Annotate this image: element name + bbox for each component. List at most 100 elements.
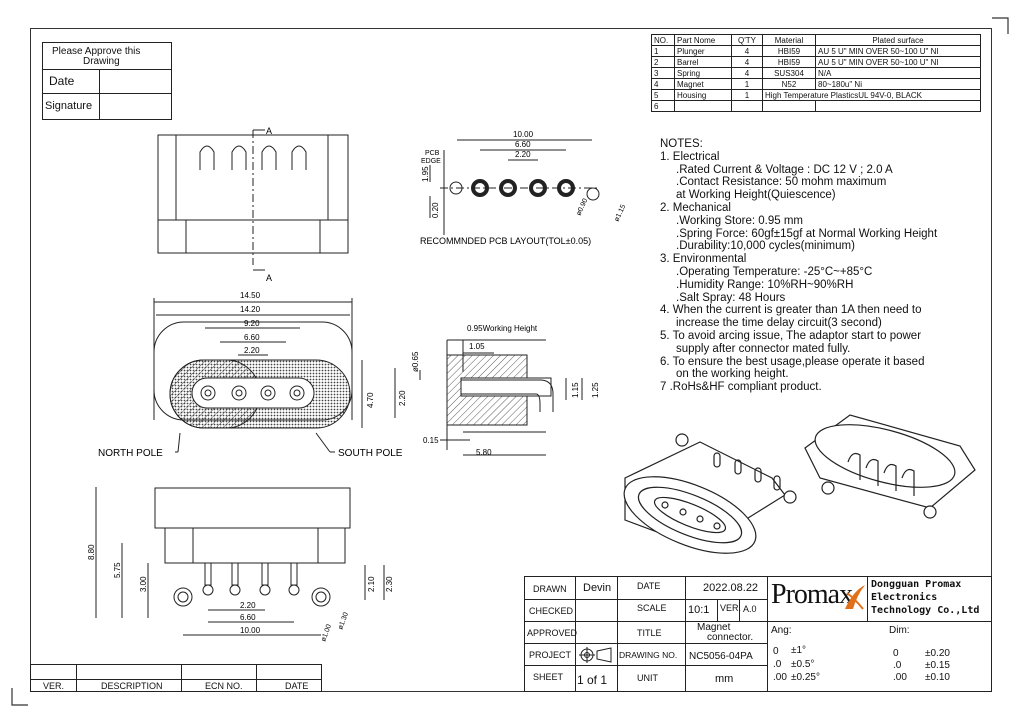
note-line: 7 .RoHs&HF compliant product. — [660, 381, 822, 394]
dim-4-70: 4.70 — [366, 392, 375, 408]
dim-2-20c: 2.20 — [398, 390, 407, 406]
table-row: 3 Spring 4 SUS304 N/A — [651, 67, 981, 79]
side-view — [95, 487, 385, 636]
dim-1-25: 1.25 — [591, 382, 600, 398]
company-name-3: Technology Co.,Ltd — [871, 605, 980, 616]
note-line: 6. To ensure the best usage,please opera… — [660, 355, 925, 368]
dim-2-10: 2.10 — [367, 576, 376, 592]
table-row: 6 — [651, 100, 981, 112]
dim-14-50: 14.50 — [240, 291, 261, 300]
note-line: .Operating Temperature: -25°C~+85°C — [676, 265, 873, 278]
ang-row-2-key: .00 — [773, 672, 787, 683]
ang-row-1-key: .0 — [773, 659, 782, 670]
dim-row-2-val: ±0.10 — [925, 672, 950, 683]
note-line: 3. Environmental — [660, 253, 747, 266]
company-name-1: Dongguan Promax — [871, 579, 962, 590]
date-value: 2022.08.22 — [703, 582, 759, 594]
title-block: DRAWN Devin DATE 2022.08.22 CHECKED SCAL… — [524, 576, 992, 692]
note-line: .Rated Current & Voltage : DC 12 V ; 2.0… — [676, 163, 893, 176]
date-label: DATE — [637, 581, 661, 591]
north-pole-label: NORTH POLE — [98, 448, 163, 459]
drawn-value: Devin — [583, 582, 612, 594]
title-value-2: connector. — [707, 632, 754, 643]
ang-row-1-val: ±0.5° — [791, 659, 815, 670]
dim-row-0-key: 0 — [893, 648, 899, 659]
sheet-value: 1 of 1 — [577, 673, 608, 687]
ang-row-2-val: ±0.25° — [791, 672, 820, 683]
approval-date-label: Date — [49, 74, 75, 88]
note-line: 4. When the current is greater than 1A t… — [660, 304, 922, 317]
note-line: supply after connector mated fully. — [676, 342, 851, 355]
note-line: on the working height. — [676, 368, 789, 381]
dim-row-2-key: .00 — [893, 672, 907, 683]
ver-value: A.0 — [743, 604, 757, 614]
dim-row-1-val: ±0.15 — [925, 660, 950, 671]
title-label: TITLE — [637, 628, 662, 638]
ang-row-0-key: 0 — [773, 646, 779, 657]
rev-ecn-label: ECN NO. — [205, 681, 243, 691]
note-line: increase the time delay circuit(3 second… — [676, 317, 882, 330]
front-view — [157, 129, 349, 271]
drawn-label: DRAWN — [533, 584, 567, 594]
face-view — [153, 298, 396, 453]
company-name-2: Electronics — [871, 592, 938, 603]
dim-2-20b: 2.20 — [244, 346, 260, 355]
dim-1-95: 1.95 — [421, 166, 430, 182]
dim-row-1-key: .0 — [893, 660, 902, 671]
ver-label: VER. — [720, 603, 742, 613]
dim-label: Dim: — [889, 625, 910, 636]
approval-line1: Please Approve this — [52, 46, 141, 57]
drawing-no-label: DRAWING NO. — [619, 650, 678, 660]
dim-10-00: 10.00 — [513, 130, 534, 139]
note-line: .Spring Force: 60gf±15gf at Normal Worki… — [676, 227, 938, 240]
table-row: 5 Housing 1 High Temperature PlasticsUL … — [651, 89, 981, 101]
dim-phi-0-90: ø0.90 — [575, 198, 589, 217]
note-line: .Humidity Range: 10%RH~90%RH — [676, 278, 854, 291]
dim-1-05: 1.05 — [469, 342, 485, 351]
dim-6-60b: 6.60 — [244, 333, 260, 342]
parts-table: NO. Part Nome Q'TY Material Plated surfa… — [651, 34, 981, 112]
dim-phi-0-65: ø0.65 — [411, 351, 420, 372]
dim-5-75: 5.75 — [113, 562, 122, 578]
note-line: .Durability:10,000 cycles(minimum) — [676, 240, 855, 253]
ang-row-0-val: ±1° — [791, 645, 807, 656]
projection-symbol-icon — [579, 647, 612, 663]
dim-9-20: 9.20 — [244, 319, 260, 328]
note-line: 1. Electrical — [660, 150, 720, 163]
title-value-1: Magnet — [697, 622, 731, 633]
dim-14-20: 14.20 — [240, 305, 261, 314]
section-mark-top: A — [266, 126, 272, 136]
dim-2-30: 2.30 — [385, 576, 394, 592]
dim-10-00d: 10.00 — [240, 626, 261, 635]
unit-value: mm — [715, 673, 734, 685]
dim-6-60: 6.60 — [515, 140, 531, 149]
revision-block: VER. DESCRIPTION ECN NO. DATE — [30, 664, 322, 692]
dim-0-15: 0.15 — [423, 436, 439, 445]
unit-label: UNIT — [637, 673, 658, 683]
company-logo: Promax — [771, 579, 853, 610]
dim-2-20d: 2.20 — [240, 601, 256, 610]
logo-swoosh-icon — [845, 585, 865, 610]
dim-phi-1-00: ø1.00 — [320, 623, 333, 642]
rev-description-label: DESCRIPTION — [101, 681, 163, 691]
isometric-view-front — [623, 433, 797, 554]
dim-8-80: 8.80 — [87, 544, 96, 560]
cell: 6 — [651, 100, 675, 112]
dim-row-0-val: ±0.20 — [925, 648, 950, 659]
dim-1-15: 1.15 — [571, 382, 580, 398]
south-pole-label: SOUTH POLE — [338, 448, 403, 459]
pcb-edge-label-1: PCB — [425, 150, 440, 157]
drawing-no-value: NC5056-04PA — [689, 651, 753, 662]
dim-phi-1-30: ø1.30 — [337, 611, 350, 630]
dim-3-00: 3.00 — [139, 576, 148, 592]
pcb-edge-label-2: EDGE — [421, 158, 441, 165]
note-line: 2. Mechanical — [660, 201, 731, 214]
scale-label: SCALE — [637, 603, 667, 613]
working-height-label: 0.95Working Height — [467, 324, 538, 333]
note-line: at Working Height(Quiescence) — [676, 189, 836, 202]
rev-date-label: DATE — [285, 681, 309, 691]
notes-block: NOTES: 1. Electrical .Rated Current & Vo… — [660, 138, 990, 394]
drawing-frame — [30, 28, 992, 692]
